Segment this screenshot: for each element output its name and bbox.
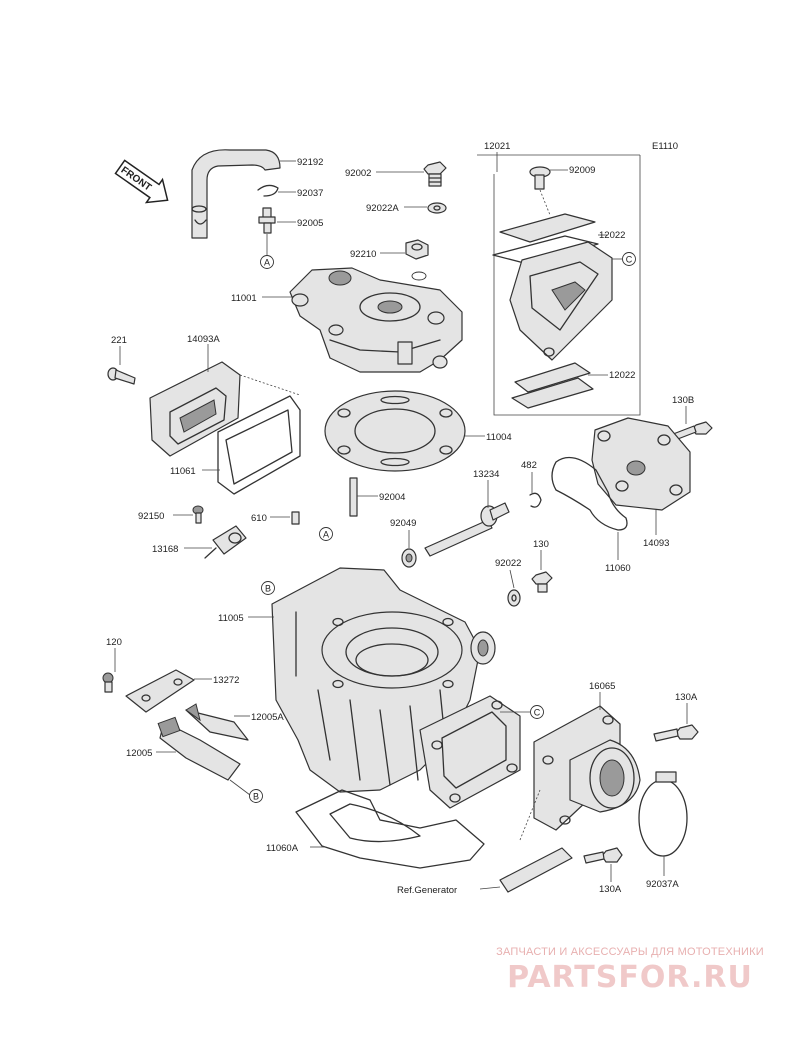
- label-14093A: 14093A: [187, 334, 220, 345]
- ref-generator-hose: [499, 847, 573, 893]
- label-13272: 13272: [213, 675, 239, 686]
- reed-plate-12022-lower: [514, 362, 591, 393]
- clip-92037: [257, 184, 279, 197]
- reed-kit-frame: [493, 155, 641, 416]
- label-92009: 92009: [569, 165, 595, 176]
- bolt-130a-bottom: [583, 847, 623, 864]
- label-12021: 12021: [484, 141, 510, 152]
- label-610: 610: [251, 513, 267, 524]
- svg-text:B: B: [265, 584, 271, 594]
- watermark-tagline: ЗАПЧАСТИ И АКСЕССУАРЫ ДЛЯ МОТОТЕХНИКИ: [496, 946, 764, 958]
- diagram-code: E1110: [652, 141, 678, 152]
- marker-a-top: [260, 255, 274, 269]
- label-92002: 92002: [345, 168, 371, 179]
- label-92022: 92022: [495, 558, 521, 569]
- svg-text:C: C: [626, 255, 633, 265]
- stud-92004: [349, 477, 358, 517]
- bolt-130: [531, 571, 553, 593]
- svg-text:C: C: [534, 708, 541, 718]
- bolt-130a-top: [653, 724, 699, 742]
- label-11060: 11060: [605, 563, 631, 574]
- marker-b-cylinder: [261, 581, 275, 595]
- head-gasket-11004: [324, 390, 466, 472]
- svg-text:B: B: [253, 792, 259, 802]
- marker-c-reed: [622, 252, 636, 266]
- label-92037: 92037: [297, 188, 323, 199]
- label-92210: 92210: [350, 249, 376, 260]
- label-92150: 92150: [138, 511, 164, 522]
- cylinder-head-11001: [289, 267, 463, 373]
- label-130A-top: 130A: [675, 692, 698, 703]
- label-14093: 14093: [643, 538, 669, 549]
- label-92004: 92004: [379, 492, 405, 503]
- bolt-120: [102, 672, 114, 693]
- gasket-11060a: [295, 789, 485, 869]
- marker-c-flange: [530, 705, 544, 719]
- lever-13168: [204, 525, 247, 559]
- label-130B: 130B: [672, 395, 694, 406]
- label-12005: 12005: [126, 748, 152, 759]
- label-92192: 92192: [297, 157, 323, 168]
- shaft-13234: [424, 502, 510, 557]
- marker-a-cylinder: [319, 527, 333, 541]
- gasket-11061: [217, 395, 301, 495]
- front-arrow-icon: FRONT: [114, 159, 169, 204]
- reed-plate-12022-upper: [499, 213, 596, 243]
- gasket-11060: [551, 456, 628, 531]
- nut-92210: [405, 239, 429, 260]
- valve-12005: [157, 716, 241, 781]
- marker-b-valve: [249, 789, 263, 803]
- label-11005: 11005: [218, 613, 244, 624]
- intake-flange: [419, 695, 521, 809]
- svg-text:A: A: [323, 530, 329, 540]
- washer-92022a: [427, 202, 447, 214]
- label-120: 120: [106, 637, 122, 648]
- label-13168: 13168: [152, 544, 178, 555]
- clamp-92037a: [638, 771, 688, 857]
- label-92022A: 92022A: [366, 203, 399, 214]
- fitting-92005: [258, 207, 276, 234]
- watermark-brand: PARTSFOR.RU: [507, 960, 753, 995]
- label-11004: 11004: [486, 432, 512, 443]
- screw-92009: [529, 166, 551, 190]
- cover-14093: [591, 417, 691, 511]
- label-16065: 16065: [589, 681, 615, 692]
- reed-block: [509, 241, 613, 361]
- label-482: 482: [521, 460, 537, 471]
- screw-221: [107, 367, 136, 385]
- ring-482: [529, 492, 542, 508]
- hose-92192: [191, 149, 281, 239]
- bolt-92002: [423, 161, 447, 187]
- label-11060A: 11060A: [266, 843, 299, 854]
- label-92049: 92049: [390, 518, 416, 529]
- label-12005A: 12005A: [251, 712, 284, 723]
- label-221: 221: [111, 335, 127, 346]
- label-92037A: 92037A: [646, 879, 679, 890]
- label-12022-b: 12022: [609, 370, 635, 381]
- svg-text:A: A: [264, 258, 270, 268]
- pin-610: [291, 511, 300, 525]
- ref-label: Ref.Generator: [397, 885, 457, 896]
- watermark: ЗАПЧАСТИ И АКСЕССУАРЫ ДЛЯ МОТОТЕХНИКИ PA…: [470, 946, 790, 995]
- label-11001: 11001: [231, 293, 257, 304]
- washer-92022: [507, 589, 521, 607]
- label-12022-a: 12022: [599, 230, 625, 241]
- label-130: 130: [533, 539, 549, 550]
- intake-pipe-16065: [533, 705, 641, 831]
- bolt-92150: [192, 505, 204, 524]
- label-13234: 13234: [473, 469, 499, 480]
- cover-14093a: [149, 361, 241, 457]
- label-130A-bottom: 130A: [599, 884, 622, 895]
- valve-12005a: [185, 703, 249, 741]
- label-92005: 92005: [297, 218, 323, 229]
- gasket-13272: [125, 669, 195, 713]
- label-11061: 11061: [170, 466, 196, 477]
